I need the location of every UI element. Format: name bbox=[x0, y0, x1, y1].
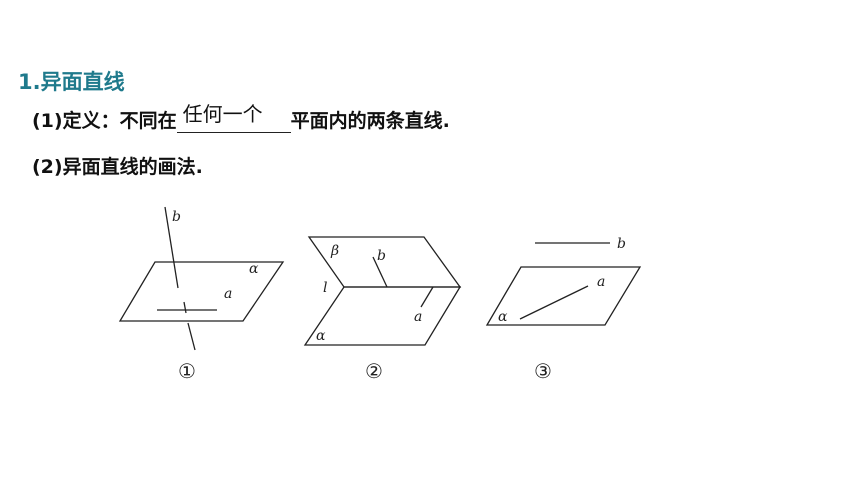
figure-3-line-a bbox=[519, 285, 589, 320]
figure-1-number: ① bbox=[178, 359, 196, 383]
figure-2-label-l: l bbox=[323, 280, 327, 296]
figure-2-label-a: a bbox=[414, 309, 422, 325]
figure-2-label-b: b bbox=[377, 248, 386, 264]
figure-1-line-b-hidden bbox=[183, 301, 187, 314]
definition-prefix: (1)定义：不同在 bbox=[32, 110, 177, 132]
definition-suffix: 平面内的两条直线. bbox=[290, 110, 450, 132]
figure-3-plane bbox=[485, 266, 642, 326]
figure-1-line-b-upper bbox=[164, 206, 179, 289]
figure-3-label-b: b bbox=[617, 236, 626, 252]
figure-2-line-b bbox=[372, 256, 388, 288]
drawing-method-line: (2)异面直线的画法. bbox=[32, 156, 203, 178]
section-title: 1.异面直线 bbox=[18, 70, 125, 94]
definition-line: (1)定义：不同在任何一个 平面内的两条直线. bbox=[32, 102, 450, 133]
figure-1-diagram bbox=[118, 206, 285, 351]
figure-1-label-b: b bbox=[172, 209, 181, 225]
fill-blank: 任何一个 bbox=[176, 102, 291, 133]
figure-3-label-alpha: α bbox=[498, 309, 508, 325]
figure-2-label-beta: β bbox=[330, 243, 339, 259]
figure-2-label-alpha: α bbox=[316, 328, 326, 344]
figure-3-label-a: a bbox=[597, 274, 605, 290]
figure-1-label-a: a bbox=[224, 286, 232, 302]
figure-2-plane-alpha bbox=[303, 286, 462, 346]
blank-answer: 任何一个 bbox=[182, 102, 263, 126]
figure-2-number: ② bbox=[365, 359, 383, 383]
figure-1-line-b-lower bbox=[187, 322, 196, 351]
figure-3-number: ③ bbox=[534, 359, 552, 383]
figure-3-diagram bbox=[485, 242, 642, 326]
figure-1-label-alpha: α bbox=[249, 261, 259, 277]
figure-2-diagram bbox=[303, 236, 462, 346]
figure-2-line-a bbox=[420, 286, 434, 308]
figure-1-plane bbox=[118, 261, 285, 322]
